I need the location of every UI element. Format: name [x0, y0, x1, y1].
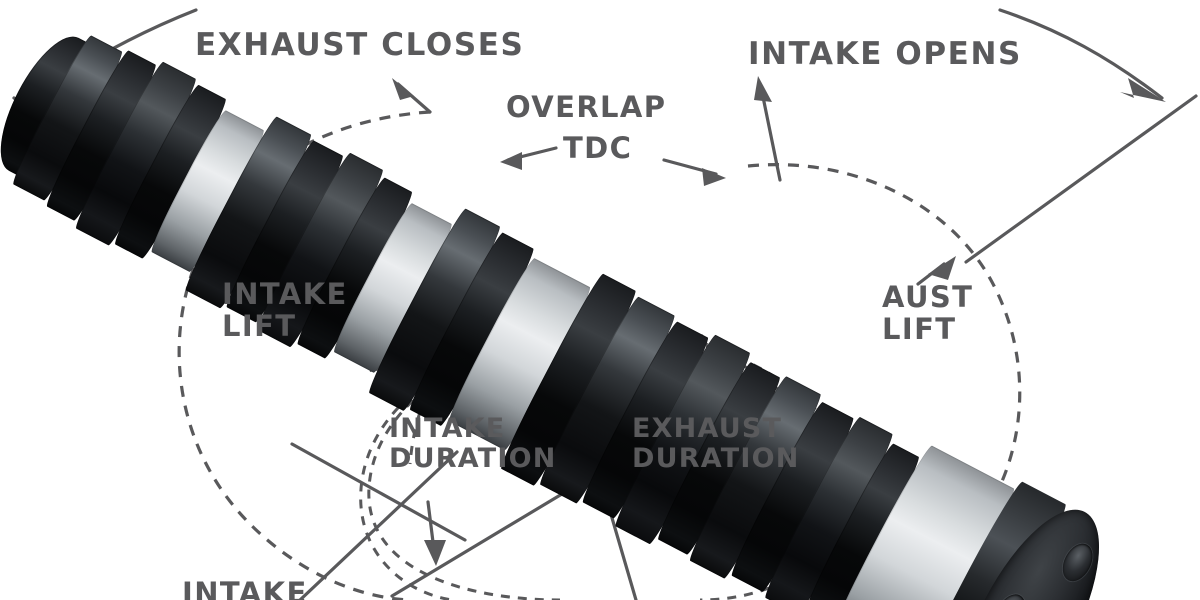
- label-exhaust-duration: EXHAUST DURATION: [632, 413, 800, 475]
- label-intake-opens: INTAKE OPENS: [748, 36, 1022, 72]
- arc-outer-right: [998, 8, 1164, 100]
- radial-spoke-lower-left: [290, 442, 467, 542]
- label-exhaust-duration-line1: EXHAUST: [632, 413, 783, 444]
- label-exhaust-duration-line2: DURATION: [632, 443, 800, 475]
- radial-spoke-upper-right: [964, 94, 1198, 264]
- label-intake-duration: INTAKE DURATION: [389, 413, 557, 475]
- tdc-right-arrowhead: [702, 168, 726, 186]
- label-exhaust-lift-line2: LIFT: [882, 312, 957, 347]
- label-tdc: TDC: [563, 131, 633, 165]
- exhaust-lift-upper-arrowhead: [928, 256, 956, 280]
- label-intake-duration-line1: INTAKE: [389, 413, 506, 444]
- exhaust-closes-arrowhead: [392, 78, 414, 100]
- label-overlap: OVERLAP: [506, 90, 667, 124]
- tdc-left-arrowhead: [500, 152, 522, 170]
- label-intake-lift: INTAKE LIFT: [222, 278, 348, 343]
- label-exhaust-closes: EXHAUST CLOSES: [195, 27, 525, 63]
- arc-right-arrowhead: [1120, 78, 1166, 102]
- label-intake-lift-line1: INTAKE: [222, 277, 348, 311]
- label-exhaust-lift-line1: AUST: [882, 280, 974, 314]
- intake-opens-arrowhead: [754, 76, 772, 102]
- label-exhaust-lift: AUST LIFT: [882, 281, 973, 346]
- label-intake-lift-line2: LIFT: [222, 309, 297, 344]
- intake-opens-leader: [760, 90, 782, 182]
- intake-duration-arrowhead: [424, 540, 446, 566]
- label-intake-closes: INTAKE: [182, 576, 308, 600]
- label-intake-duration-line2: DURATION: [389, 443, 557, 475]
- inner-arc-left: [408, 338, 464, 465]
- radial-spoke-lower-left-2: [298, 450, 459, 600]
